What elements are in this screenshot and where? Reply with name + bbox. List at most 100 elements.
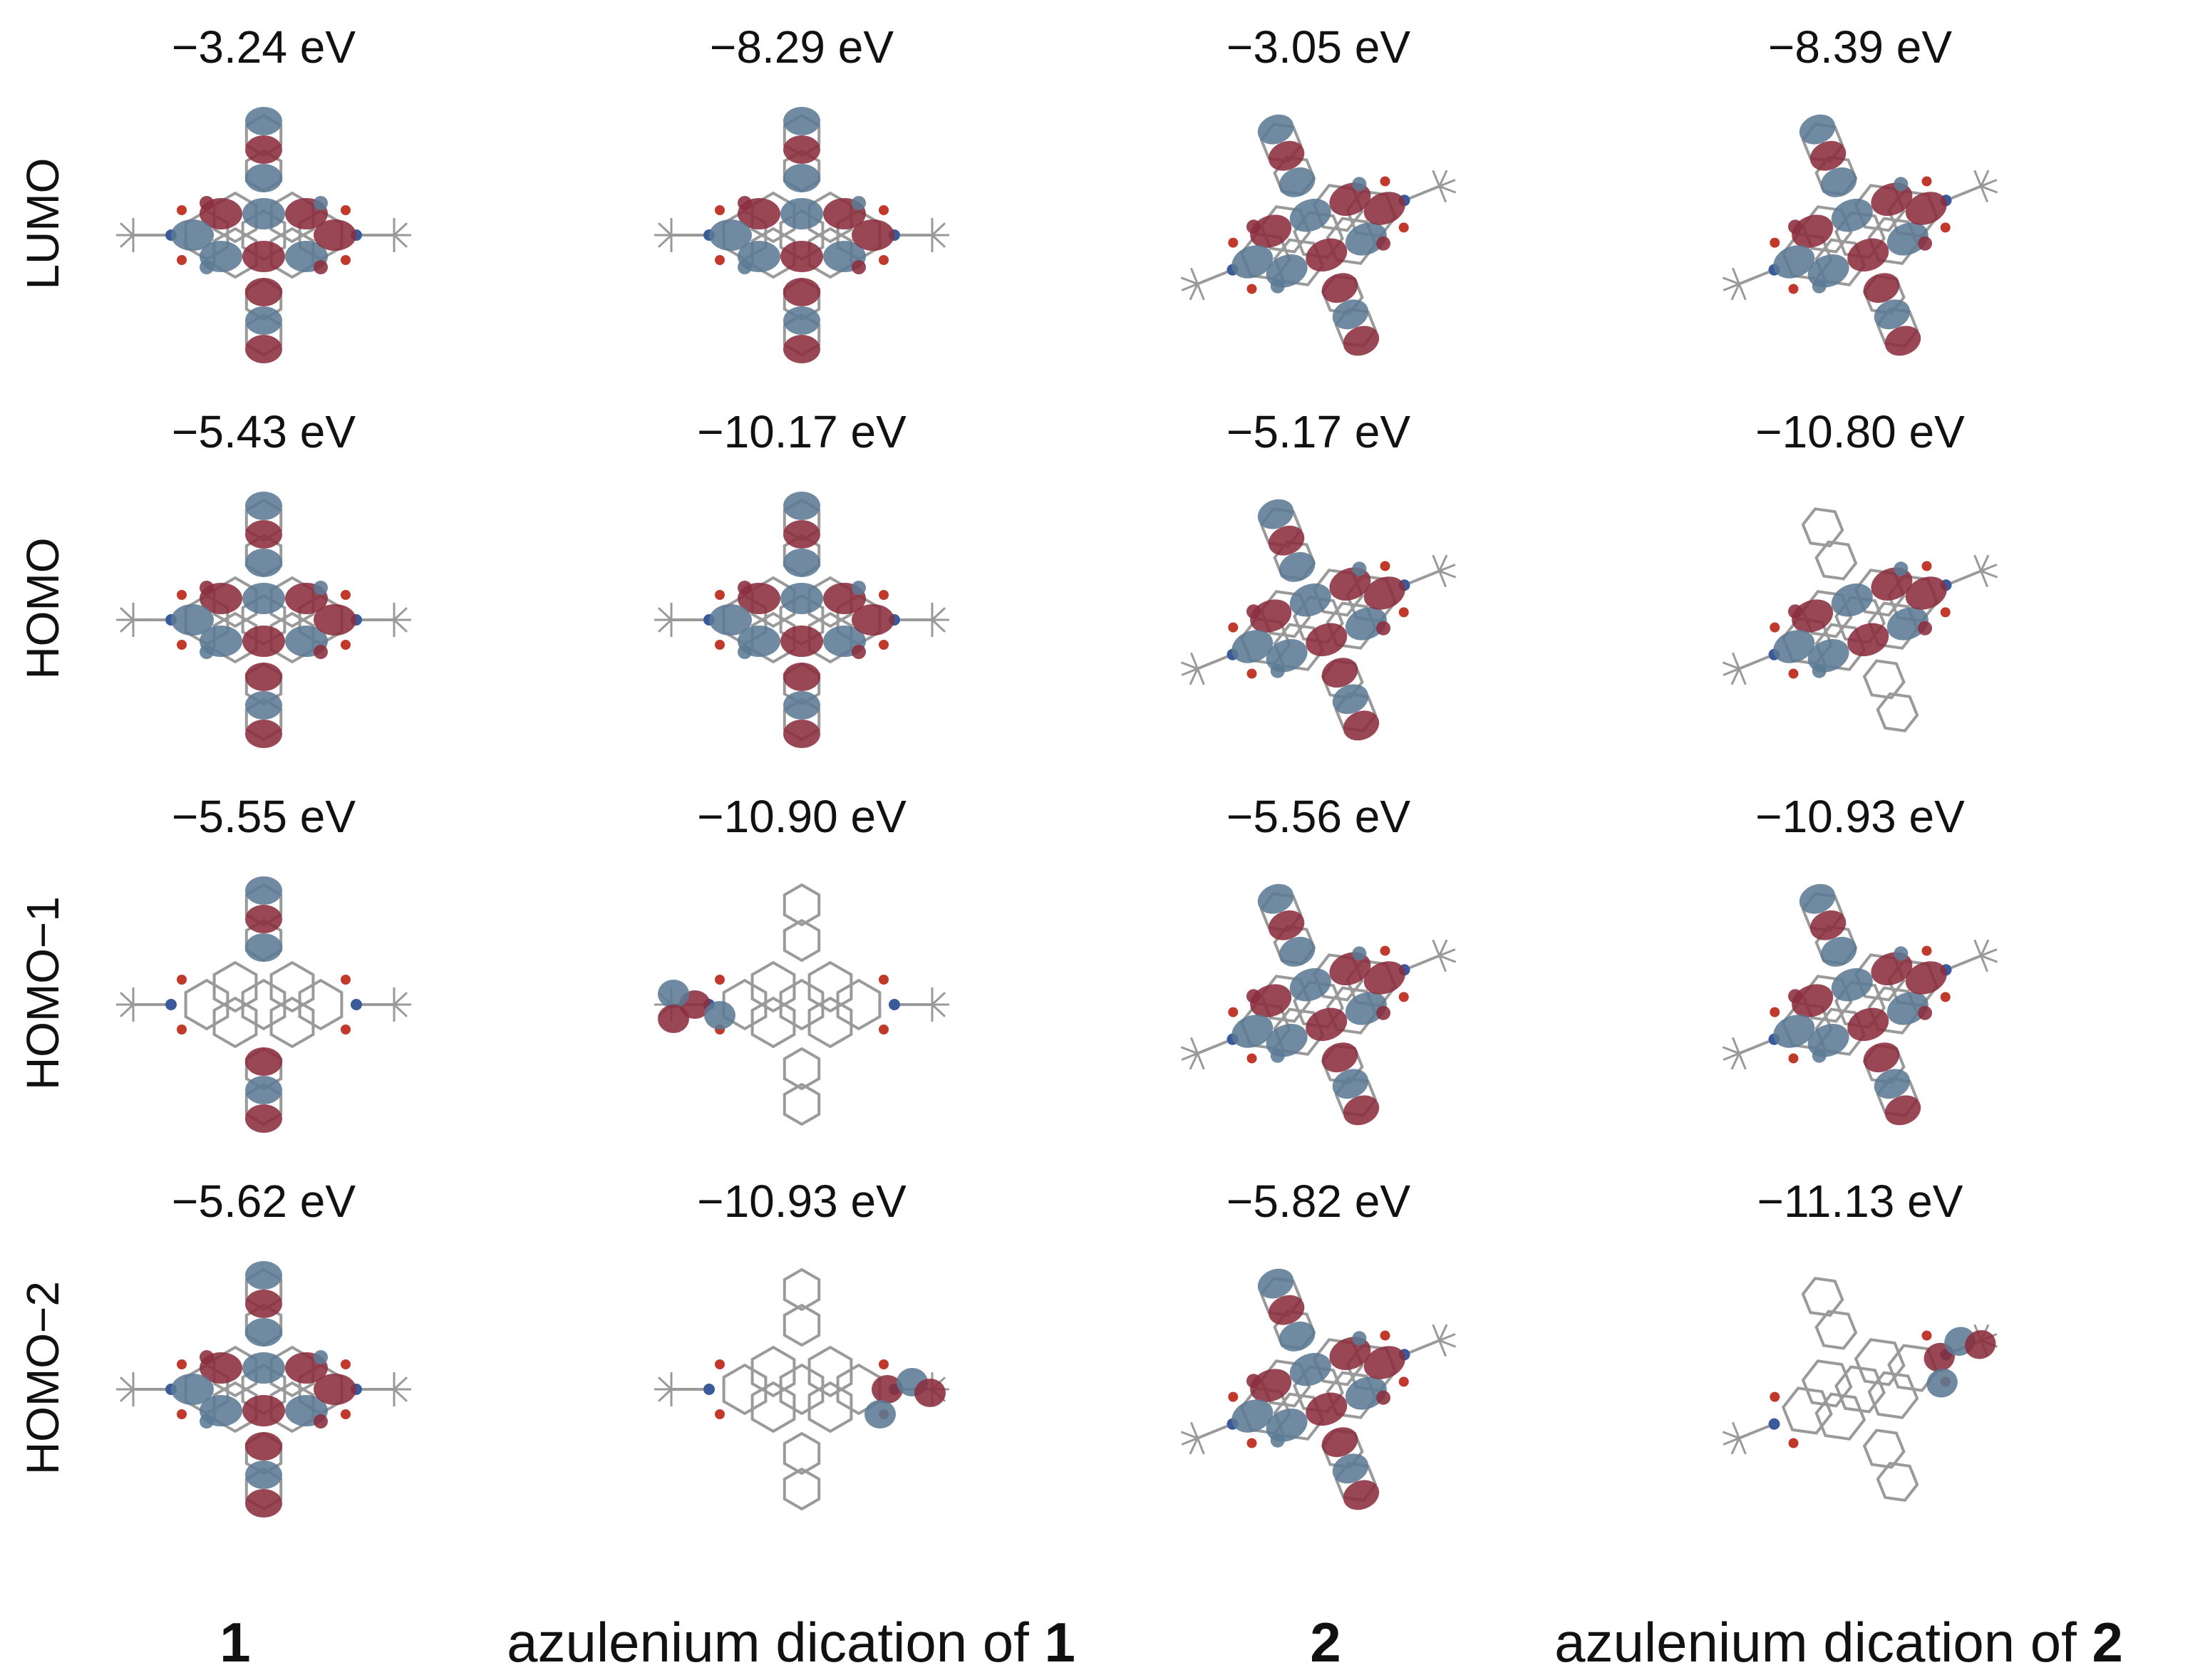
energy-r0-c1: −8.29 eV	[710, 21, 894, 73]
orbital-lobe	[1773, 1015, 1815, 1048]
ring	[1814, 1310, 1858, 1350]
oxygen-atom	[1228, 1007, 1239, 1017]
bond	[657, 607, 673, 621]
bond	[1432, 1324, 1441, 1342]
energy-r0-c0: −3.24 eV	[172, 21, 356, 73]
orbital-lobe	[783, 278, 820, 306]
ring	[1273, 1392, 1325, 1441]
orbital-lobe	[1376, 621, 1391, 636]
bond	[119, 234, 135, 248]
orbital-lobes	[709, 107, 894, 363]
bond	[1973, 554, 1983, 572]
orbital-lobe	[872, 1375, 903, 1404]
orbital-lobes	[1231, 1268, 1405, 1510]
orbital-lobe	[780, 626, 823, 657]
column-label-bold: 1	[1044, 1611, 1075, 1674]
orbital-lobe	[1894, 946, 1909, 961]
orbital-cell-r3-c1	[595, 1225, 1008, 1553]
ring	[212, 227, 258, 279]
oxygen-atom	[177, 975, 187, 985]
orbital-lobe	[171, 219, 214, 251]
ring	[1814, 623, 1866, 671]
column-label-bold: 2	[1310, 1611, 1341, 1674]
oxygen-atom	[341, 975, 351, 985]
bond	[393, 1388, 408, 1402]
ring	[783, 1303, 821, 1347]
oxygen-atom	[879, 640, 889, 650]
bond	[657, 234, 673, 248]
oxygen-atom	[341, 590, 351, 600]
oxygen-atom	[879, 1359, 889, 1369]
bond	[1180, 1046, 1198, 1054]
ring	[779, 978, 825, 1031]
orbital-lobe	[1884, 326, 1921, 356]
orbital-lobe	[314, 604, 356, 636]
oxygen-atom	[341, 1359, 351, 1369]
energy-r2-c1: −10.90 eV	[697, 791, 907, 842]
orbital-lobe	[1363, 576, 1405, 610]
oxygen-atom	[1246, 1438, 1257, 1448]
bond	[1439, 1339, 1457, 1348]
orbital-lobe	[200, 196, 214, 210]
orbital-lobe	[1231, 630, 1274, 663]
orbital-lobes	[171, 492, 356, 748]
orbital-lobe	[852, 581, 866, 595]
orbital-lobe	[1352, 1331, 1367, 1346]
molecule	[654, 107, 949, 363]
molecule	[654, 492, 949, 748]
tbutyl-right	[1409, 939, 1457, 973]
orbital-lobe	[245, 335, 282, 363]
orbital-lobe	[738, 196, 752, 210]
bond	[1189, 668, 1199, 685]
tbutyl-right	[362, 218, 411, 252]
orbital-lobe	[1250, 984, 1292, 1017]
tbutyl-left	[1722, 652, 1770, 685]
energy-r0-c3: −8.39 eV	[1768, 21, 1952, 73]
bond	[1730, 1437, 1740, 1455]
orbital-lobe	[245, 1076, 282, 1104]
bond	[1181, 1052, 1198, 1061]
orbital-lobe	[1812, 279, 1827, 294]
orbital-lobe	[864, 1400, 896, 1428]
energy-r1-c2: −5.17 eV	[1227, 406, 1410, 457]
nitrogen-atom	[1768, 1418, 1780, 1430]
bond	[119, 1388, 135, 1402]
orbital-lobes	[171, 107, 356, 363]
ring	[212, 1381, 258, 1433]
orbital-lobe	[1918, 621, 1933, 636]
molecule-skeleton	[1722, 123, 1998, 348]
orbital-lobe	[780, 198, 823, 229]
tbutyl-left	[1722, 1421, 1770, 1455]
oxygen-atom	[1398, 992, 1409, 1002]
orbital-lobe	[1874, 299, 1911, 330]
bond	[1439, 955, 1457, 963]
energy-r1-c3: −10.80 eV	[1755, 406, 1965, 457]
bond	[393, 607, 408, 621]
orbital-lobe	[1799, 114, 1836, 145]
oxygen-atom	[1788, 284, 1799, 294]
oxygen-atom	[1788, 1438, 1799, 1448]
orbital-plot	[116, 107, 411, 363]
bond	[657, 618, 673, 633]
ring	[269, 996, 315, 1049]
orbital-lobe	[242, 1352, 285, 1384]
orbital-lobe	[1246, 1374, 1261, 1389]
orbital-lobes	[1924, 1327, 1996, 1398]
bond	[1438, 185, 1447, 203]
bond	[1181, 1437, 1198, 1446]
orbital-cell-r3-c3	[1653, 1225, 2067, 1553]
oxygen-atom	[1940, 992, 1951, 1002]
bond	[1973, 939, 1983, 957]
ring	[1862, 1428, 1906, 1469]
orbital-lobe	[314, 581, 328, 595]
orbital-lobe	[245, 1318, 282, 1347]
bond	[1438, 955, 1447, 973]
orbital-cell-r3-c0	[57, 1225, 470, 1553]
orbital-lobe	[783, 135, 820, 164]
bond	[1981, 185, 1998, 194]
orbital-lobe	[1792, 599, 1834, 633]
energy-r3-c3: −11.13 eV	[1757, 1176, 1963, 1227]
orbital-lobe	[1289, 583, 1331, 617]
bond	[1951, 954, 1982, 970]
